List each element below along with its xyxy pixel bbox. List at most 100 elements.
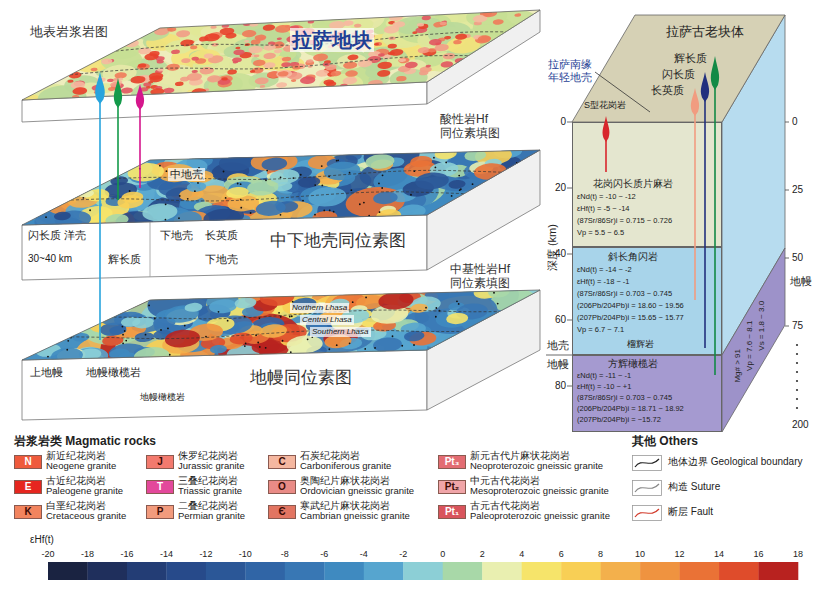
- legend-text: 断层 Fault: [668, 506, 713, 517]
- mafic-hf-map-slab: 中基性岩Hf 同位素填图Northern LhasaCentral LhasaS…: [18, 246, 558, 424]
- sample-point: [300, 174, 302, 176]
- colorbar-tick: -4: [360, 549, 368, 560]
- dot: [796, 380, 798, 382]
- sample-point: [307, 338, 309, 340]
- colorbar-cell: [245, 562, 285, 580]
- colorbar-cell: [364, 562, 404, 580]
- map-patch: [137, 63, 150, 71]
- layer-text: (87Sr/86Sr)i = 0.715 ~ 0.726: [577, 216, 672, 225]
- sample-point: [89, 209, 91, 211]
- map-label: 下地壳: [205, 253, 238, 266]
- sample-point: [333, 211, 335, 213]
- map-patch: [323, 160, 361, 181]
- colorbar-tick: -8: [281, 549, 289, 560]
- map-patch: [204, 53, 214, 59]
- sample-point: [413, 344, 415, 346]
- map-patch: [254, 54, 260, 57]
- map-patch: [263, 52, 276, 59]
- swatch-letter: Є: [278, 506, 285, 518]
- colorbar-tick: 18: [793, 549, 803, 560]
- layer-text: (87Sr/86Sr)i = 0.703 ~ 0.745: [577, 393, 672, 402]
- map-patch: [277, 71, 288, 77]
- map-patch: [250, 70, 256, 73]
- map-patch: [276, 82, 287, 88]
- sample-line: [635, 509, 659, 517]
- plume-conduit: [139, 108, 141, 188]
- sample-point: [223, 171, 225, 173]
- plume-head: [95, 72, 105, 104]
- map-patch: [148, 72, 163, 81]
- map-patch: [207, 75, 222, 83]
- layer-text: (207Pb/204Pb)i = 15.65 ~ 15.77: [577, 313, 684, 322]
- map-patch: [300, 76, 316, 85]
- face-divider: [150, 222, 151, 277]
- sample-point: [459, 189, 461, 191]
- map-patch: [136, 23, 170, 42]
- map-patch: [233, 49, 245, 56]
- map-patch: [399, 58, 407, 62]
- colorbar-cell: [206, 562, 246, 580]
- colorbar-cell: [561, 562, 601, 580]
- depth-tick-label: 200: [792, 419, 809, 431]
- sample-point: [266, 170, 268, 172]
- map-patch: [440, 61, 453, 68]
- map-patch: [453, 40, 462, 45]
- sample-point: [329, 210, 331, 212]
- sample-point: [321, 184, 323, 186]
- map-patch: [263, 44, 276, 51]
- map-patch: [403, 330, 424, 342]
- sample-point: [451, 195, 453, 197]
- magma-plume: [691, 88, 699, 300]
- map-patch: [166, 63, 180, 71]
- sample-point: [323, 209, 325, 211]
- map-patch: [417, 23, 424, 27]
- map-patch: [208, 298, 237, 314]
- map-patch: [444, 36, 451, 40]
- map-patch: [292, 65, 301, 70]
- dot: [796, 371, 798, 373]
- magma-plume: [711, 56, 719, 375]
- magma-plume: [136, 84, 144, 188]
- depth-tick-label: 0: [792, 116, 798, 128]
- sample-point: [378, 183, 380, 185]
- sample-point: [67, 340, 69, 342]
- colorbar-tick: 14: [714, 549, 724, 560]
- sample-point: [244, 316, 246, 318]
- map-patch: [142, 202, 179, 223]
- line-sample: [632, 505, 662, 521]
- map-patch: [347, 54, 358, 60]
- map-patch: [260, 85, 266, 88]
- dot: [796, 389, 798, 391]
- legend-text: 新元古代片麻状花岗岩 Neoproterozoic gneissic grani…: [470, 451, 605, 472]
- map-patch: [323, 79, 334, 85]
- surface-map-slab: 地表岩浆岩图拉萨地块: [18, 6, 550, 128]
- map-patch: [175, 81, 184, 86]
- sample-point: [280, 316, 282, 318]
- sample-point: [493, 292, 495, 294]
- map-patch: [434, 147, 457, 160]
- dot: [796, 407, 798, 409]
- map-patch: [121, 316, 141, 327]
- sample-point: [197, 182, 199, 184]
- sample-point: [352, 301, 354, 303]
- colorbar-cell: [640, 562, 680, 580]
- legend-text: 奥陶纪片麻状花岗岩 Ordovician gneissic granite: [300, 476, 416, 497]
- sample-point: [290, 351, 292, 353]
- sample-point: [122, 334, 124, 336]
- map-patch: [330, 70, 341, 76]
- layer-text: (206Pb/204Pb)i = 18.60 ~ 19.56: [577, 301, 684, 310]
- depth-tick-label: 60: [555, 314, 566, 326]
- axis-title: 深度 (km): [546, 224, 559, 271]
- layer-text: 斜长角闪岩: [608, 251, 658, 262]
- map-patch: [232, 57, 242, 63]
- legend-text: 石炭纪花岗岩 Carboniferous granite: [300, 451, 393, 472]
- depth-tick-label: 25: [792, 184, 803, 196]
- map-patch: [181, 58, 191, 63]
- legend-text: 侏罗纪花岗岩 Jurassic granite: [178, 451, 246, 472]
- upper-crust-layer: 花岗闪长质片麻岩εNd(t) = -10 ~ -12εHf(t) = -5 ~ …: [572, 122, 722, 247]
- map-patch: [439, 22, 446, 26]
- sample-point: [336, 160, 338, 162]
- map-patch: [204, 33, 220, 42]
- map-patch: [253, 59, 266, 66]
